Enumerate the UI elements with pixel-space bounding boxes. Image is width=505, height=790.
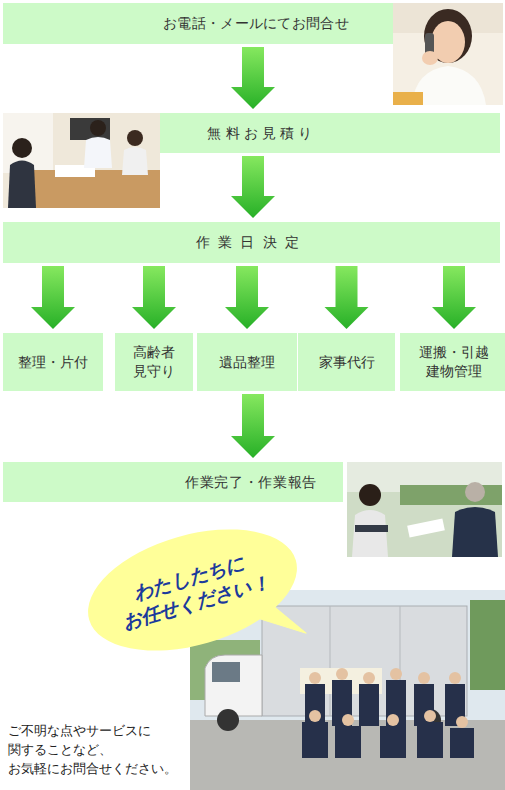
illustration-shape — [8, 161, 36, 209]
illustration-shape — [359, 684, 379, 726]
step-box: 整理・片付 — [3, 333, 103, 391]
illustration-shape — [470, 600, 505, 690]
illustration-shape — [422, 51, 438, 65]
illustration-shape — [387, 714, 399, 726]
illustration-shape — [386, 680, 406, 726]
step-label: 無料お見積り — [207, 124, 316, 143]
phone-photo — [393, 3, 503, 105]
illustration-shape — [390, 668, 402, 680]
illustration-shape — [424, 710, 436, 722]
handover-photo — [347, 462, 502, 557]
illustration-shape — [359, 484, 381, 506]
step-label: 高齢者 見守り — [119, 343, 189, 381]
flow-arrow — [432, 266, 476, 329]
step-box: 作業完了・作業報告 — [3, 462, 343, 502]
illustration-shape — [380, 726, 406, 758]
illustration-shape — [417, 722, 443, 758]
illustration-shape — [309, 672, 321, 684]
step-box: 遺品整理 — [197, 333, 297, 391]
step-box: 運搬・引越 建物管理 — [400, 333, 505, 391]
step-label: 整理・片付 — [18, 353, 88, 372]
contact-note: ご不明な点やサービスに 関することなど、 お気軽にお問合せください。 — [8, 722, 186, 779]
step-box: 無料お見積り — [160, 113, 500, 153]
illustration-shape — [347, 462, 502, 557]
illustration-shape — [205, 655, 262, 716]
illustration-shape — [393, 92, 423, 105]
flow-arrow — [132, 266, 176, 329]
step-label: 運搬・引越 建物管理 — [404, 343, 504, 381]
step-label: 家事代行 — [319, 353, 375, 372]
illustration-shape — [393, 3, 503, 105]
step-box: 家事代行 — [298, 333, 395, 391]
step-label: 作業日決定 — [196, 233, 308, 252]
illustration-shape — [190, 720, 505, 790]
illustration-shape — [212, 662, 240, 682]
flow-arrow — [231, 394, 275, 458]
illustration-shape — [336, 668, 348, 680]
illustration-shape — [122, 147, 148, 175]
illustration-shape — [342, 714, 354, 726]
illustration-shape — [309, 668, 468, 728]
step-box: お電話・メールにてお問合せ — [3, 3, 393, 44]
illustration-shape — [412, 66, 486, 105]
illustration-shape — [309, 710, 321, 722]
illustration-shape — [3, 113, 160, 208]
illustration-shape — [452, 507, 498, 557]
illustration-shape — [70, 118, 110, 140]
illustration-shape — [12, 138, 32, 158]
step-box: 高齢者 見守り — [115, 333, 193, 391]
illustration-shape — [456, 716, 468, 728]
illustration-shape — [400, 485, 502, 505]
illustration-shape — [355, 525, 388, 532]
illustration-shape — [363, 672, 375, 684]
illustration-shape — [352, 510, 388, 557]
illustration-shape — [90, 120, 106, 136]
illustration-shape — [302, 722, 328, 758]
illustration-shape — [217, 709, 239, 731]
illustration-shape — [305, 684, 325, 726]
illustration-shape — [449, 672, 461, 684]
illustration-shape — [450, 728, 474, 758]
step-label: 遺品整理 — [219, 353, 275, 372]
flow-arrow — [325, 266, 369, 329]
illustration-shape — [302, 680, 474, 758]
illustration-shape — [465, 482, 485, 502]
illustration-shape — [84, 137, 112, 168]
illustration-shape — [335, 726, 361, 758]
illustration-shape — [330, 606, 331, 716]
flow-arrow — [231, 47, 275, 109]
illustration-shape — [127, 130, 143, 146]
step-label: お電話・メールにてお問合せ — [163, 14, 349, 33]
flow-arrow — [225, 266, 269, 329]
flow-arrow — [31, 266, 75, 329]
illustration-shape — [418, 672, 430, 684]
step-box: 作業日決定 — [3, 222, 500, 263]
flow-arrow — [231, 156, 275, 218]
meeting-photo — [3, 113, 160, 208]
step-label: 作業完了・作業報告 — [185, 473, 317, 492]
speech-bubble: わたしたちに お任せください！ — [74, 507, 311, 672]
bubble-ellipse — [74, 507, 311, 672]
illustration-shape — [407, 518, 445, 537]
